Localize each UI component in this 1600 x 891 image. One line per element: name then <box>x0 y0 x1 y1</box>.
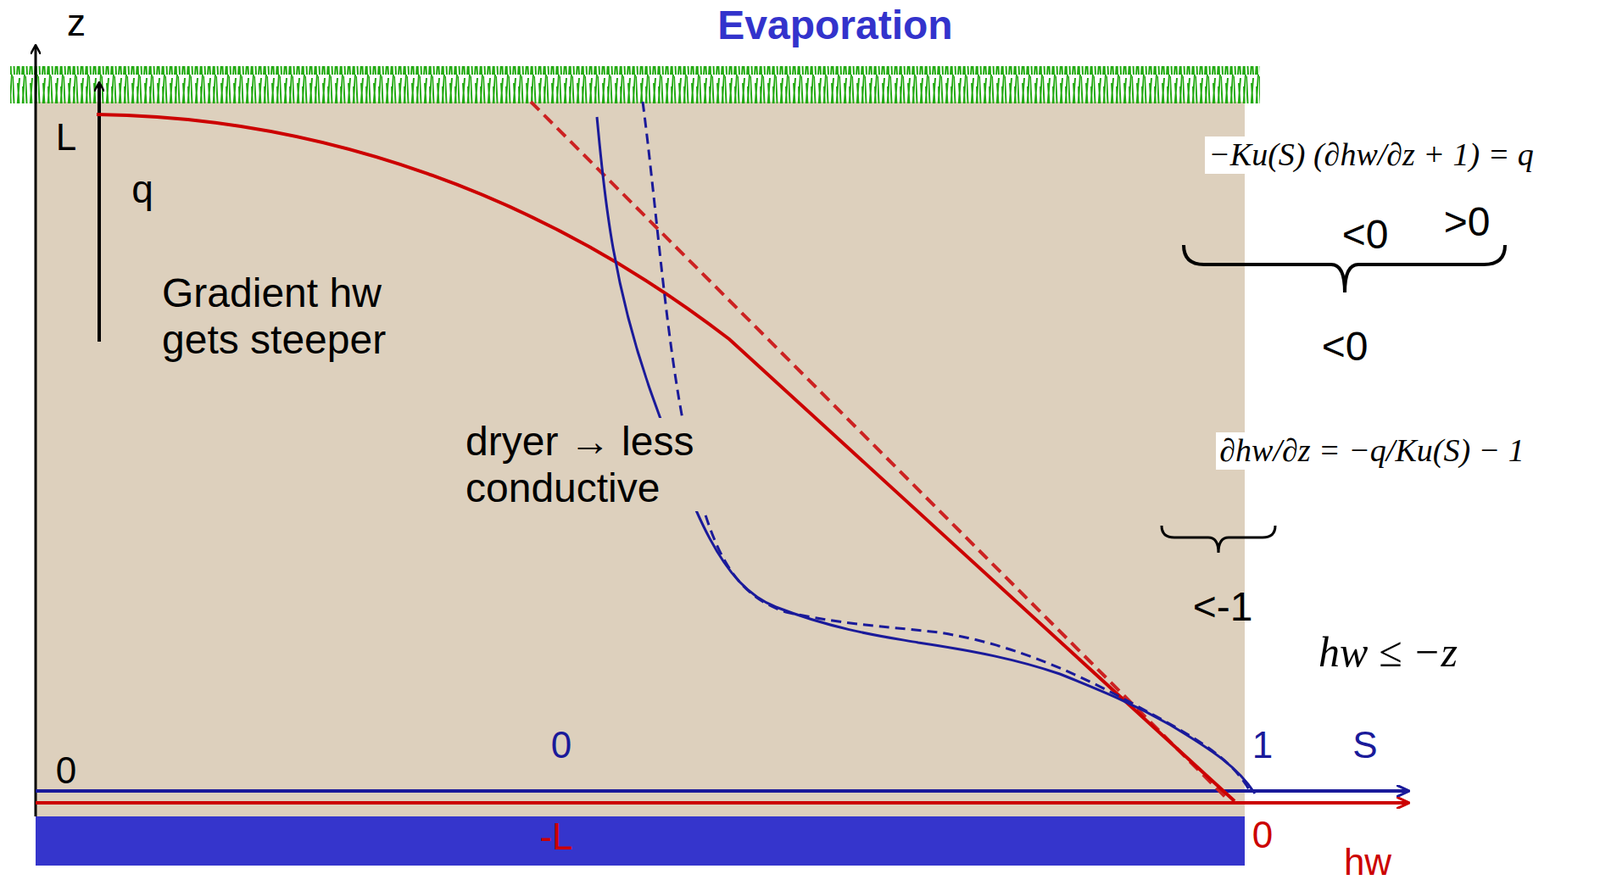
annotation: Gradient hw gets steeper <box>158 269 437 363</box>
axis-label: hw <box>1343 841 1392 885</box>
equation: −Ku(S) (∂hw/∂z + 1) = q <box>1204 136 1538 174</box>
equation: ∂hw/∂z = −q/Ku(S) − 1 <box>1215 432 1528 470</box>
z-axis <box>34 45 38 817</box>
axis-label: z <box>66 1 86 45</box>
pressure-profile <box>96 114 1235 802</box>
inequality: hw ≤ −z <box>1318 628 1458 678</box>
sign-note: <0 <box>1342 211 1389 258</box>
axis-label: S <box>1352 724 1378 768</box>
axis-tick: 0 <box>55 749 77 793</box>
soil <box>35 101 1245 817</box>
axis-tick: -L <box>539 815 573 859</box>
axis-tick: 1 <box>1252 724 1273 768</box>
pressure-axis <box>35 801 1409 805</box>
diagram-title: Evaporation <box>717 1 953 49</box>
grass <box>10 66 1260 104</box>
sign-note: <-1 <box>1193 583 1254 630</box>
flux-label: q <box>131 167 154 212</box>
flux-arrow <box>97 83 101 342</box>
axis-tick: 0 <box>1252 813 1273 858</box>
axis-tick: L <box>55 116 77 160</box>
annotation: dryer → less conductive <box>462 418 741 512</box>
saturation-axis <box>35 789 1409 793</box>
sign-note: <0 <box>1321 323 1369 370</box>
axis-tick: 0 <box>551 724 572 768</box>
brace <box>1161 525 1276 553</box>
sign-note: >0 <box>1443 198 1491 246</box>
groundwater <box>35 816 1245 866</box>
